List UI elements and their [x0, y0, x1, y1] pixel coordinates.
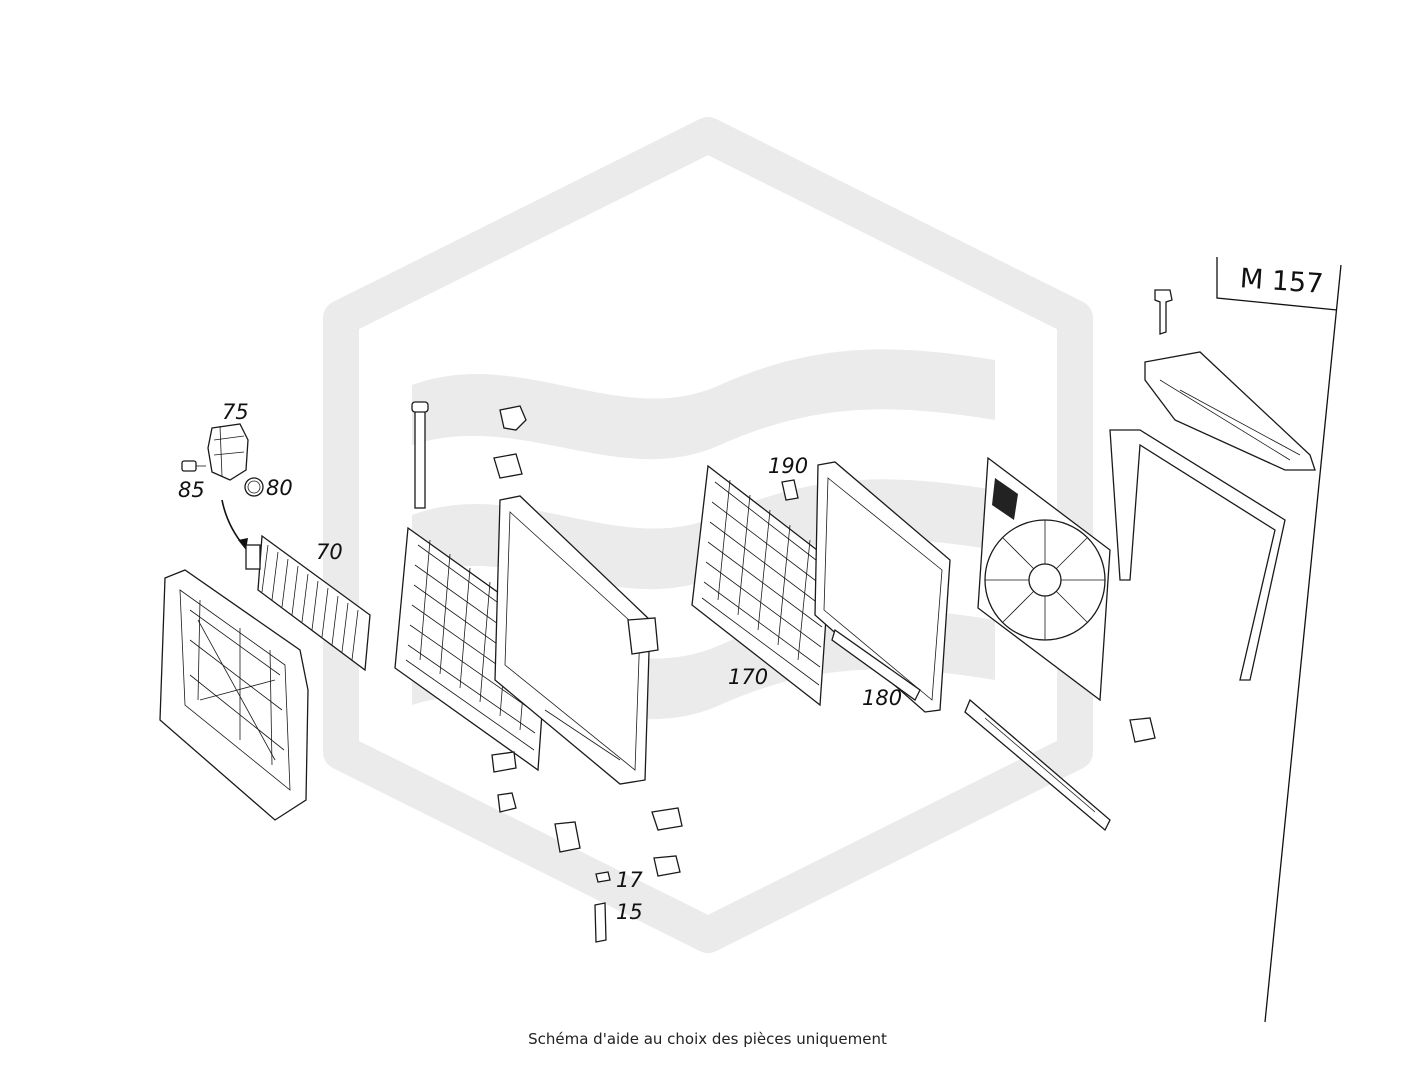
part-number-80: 80	[266, 476, 293, 500]
condenser-radiator	[394, 401, 581, 853]
part-170-condenser	[691, 464, 831, 707]
disclaimer-caption: Schéma d'aide au choix des pièces unique…	[528, 1030, 887, 1048]
part-number-75: 75	[222, 400, 249, 424]
part-number-labels: 75 85 80 70 190 170 180 17 15	[178, 400, 902, 924]
part-number-190: 190	[768, 454, 808, 478]
upper-air-duct	[1109, 289, 1316, 681]
model-label: M 157	[1239, 263, 1324, 300]
part-number-180: 180	[862, 686, 902, 710]
part-number-17: 17	[616, 868, 643, 892]
bracket-group	[181, 423, 264, 550]
part-number-70: 70	[316, 540, 343, 564]
front-carrier-frame	[159, 569, 309, 821]
radiator-frame	[494, 495, 683, 943]
fan-shroud	[977, 456, 1156, 743]
part-number-170: 170	[728, 665, 768, 689]
part-180-frame	[781, 461, 951, 713]
part-number-85: 85	[178, 478, 205, 502]
model-tab: M 157	[1216, 257, 1342, 1023]
part-number-15: 15	[616, 900, 643, 924]
part-70-cooler	[245, 534, 371, 672]
lower-bar	[964, 698, 1111, 832]
